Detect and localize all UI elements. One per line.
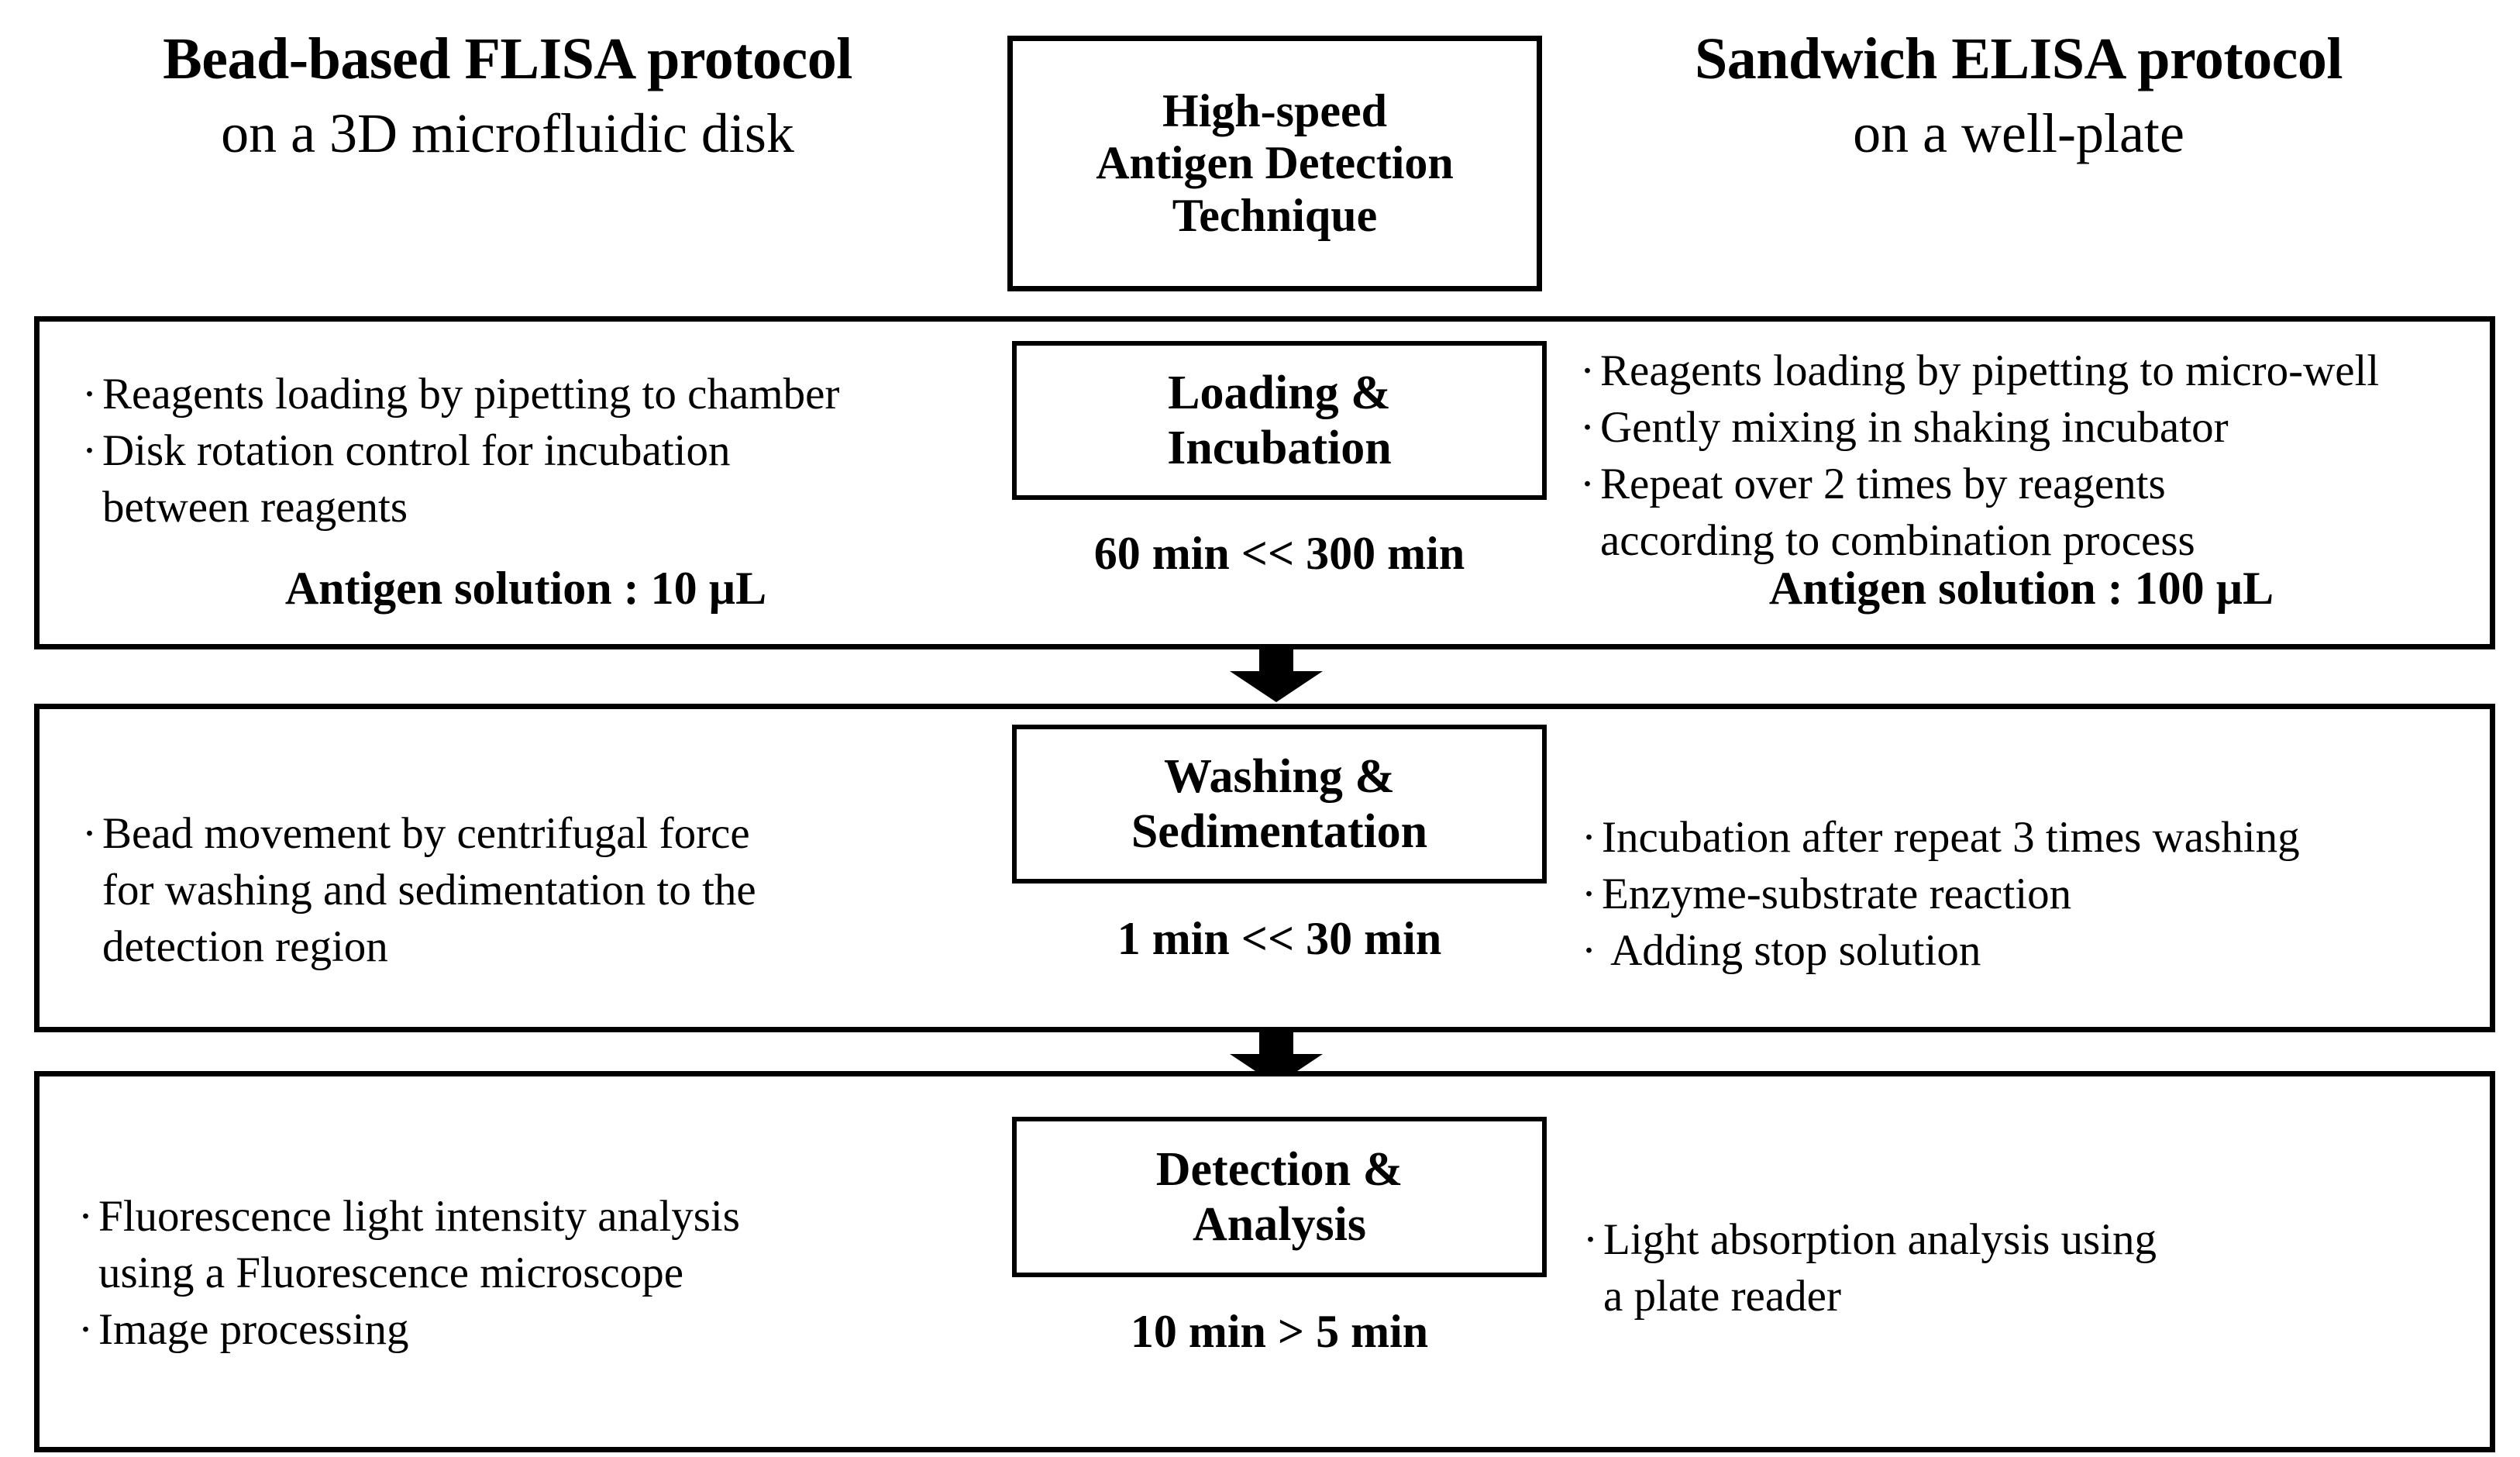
list-item: ·Reagents loading by pipetting to micro-… xyxy=(1580,343,2520,400)
stage-3-right-column: ·Light absorption analysis using a plate… xyxy=(1551,1076,2492,1447)
left-protocol-title-line1: Bead-based FLISA protocol xyxy=(163,26,852,91)
list-item-text: Bead movement by centrifugal force xyxy=(102,809,750,858)
bullet-dot-icon: · xyxy=(1582,813,1596,862)
left-protocol-title-line2: on a 3D microfluidic disk xyxy=(221,102,794,164)
stage-3-center: Detection & Analysis 10 min > 5 min xyxy=(1012,1076,1547,1447)
stage-1-title-line1: Loading & xyxy=(1168,366,1391,419)
stage-2-timing-comparison: 1 min << 30 min xyxy=(1117,913,1442,964)
stage-1-title-line2: Incubation xyxy=(1167,421,1392,474)
left-protocol-title: Bead-based FLISA protocol on a 3D microf… xyxy=(8,23,1007,168)
list-item-text: Reagents loading by pipetting to chamber xyxy=(102,370,840,418)
bullet-dot-icon: · xyxy=(1580,459,1595,508)
stage-1-center: Loading & Incubation 60 min << 300 min xyxy=(1012,322,1547,644)
stage-3-timing-comparison: 10 min > 5 min xyxy=(1130,1306,1429,1357)
stage-2-title-line1: Washing & xyxy=(1163,749,1396,803)
stage-1-left-antigen-volume: Antigen solution : 10 µL xyxy=(284,563,767,614)
stage-2-title-box: Washing & Sedimentation xyxy=(1012,725,1547,884)
list-item: ·Enzyme-substrate reaction xyxy=(1582,866,2520,923)
list-item: ·Bead movement by centrifugal force xyxy=(82,806,1055,863)
stage-row-loading-incubation: ·Reagents loading by pipetting to chambe… xyxy=(34,316,2495,649)
bullet-dot-icon: · xyxy=(82,425,97,475)
technique-header-box: High-speed Antigen Detection Technique xyxy=(1007,36,1542,291)
bullet-dot-icon: · xyxy=(78,1192,93,1241)
stage-3-left-column: ·Fluorescence light intensity analysis u… xyxy=(40,1076,1012,1447)
list-item-text: Adding stop solution xyxy=(1602,925,1981,975)
stage-1-timing-comparison: 60 min << 300 min xyxy=(1093,528,1465,579)
bullet-dot-icon: · xyxy=(1582,869,1596,918)
list-item-text: Light absorption analysis using xyxy=(1603,1215,2157,1264)
list-item-text: Fluorescence light intensity analysis xyxy=(98,1192,740,1241)
stage-2-right-column: ·Incubation after repeat 3 times washing… xyxy=(1551,709,2492,1027)
list-item: ·Reagents loading by pipetting to chambe… xyxy=(82,367,1055,423)
bullet-dot-icon: · xyxy=(1582,925,1596,975)
stage-1-left-column: ·Reagents loading by pipetting to chambe… xyxy=(40,322,1012,644)
stage-1-right-column: ·Reagents loading by pipetting to micro-… xyxy=(1551,322,2492,644)
stage-1-left-bullets: ·Reagents loading by pipetting to chambe… xyxy=(40,367,1055,536)
technique-header-line3: Technique xyxy=(1172,189,1378,241)
list-item: ·Light absorption analysis using xyxy=(1583,1212,2520,1269)
right-protocol-title-line2: on a well-plate xyxy=(1853,102,2184,164)
list-item-continuation: for washing and sedimentation to the xyxy=(102,865,756,914)
stage-3-title-box: Detection & Analysis xyxy=(1012,1117,1547,1277)
bullet-dot-icon: · xyxy=(1580,346,1595,395)
list-item: ·Fluorescence light intensity analysis xyxy=(78,1189,1051,1245)
stage-2-left-bullets: ·Bead movement by centrifugal force for … xyxy=(40,806,1055,976)
stage-2-center: Washing & Sedimentation 1 min << 30 min xyxy=(1012,709,1547,1027)
stage-3-title-line1: Detection & xyxy=(1155,1142,1403,1196)
stage-row-washing-sedimentation: ·Bead movement by centrifugal force for … xyxy=(34,704,2495,1032)
bullet-dot-icon: · xyxy=(78,1304,93,1354)
list-item: ·Incubation after repeat 3 times washing xyxy=(1582,810,2520,866)
technique-header-line2: Antigen Detection xyxy=(1096,137,1454,189)
stage-1-right-bullets: ·Reagents loading by pipetting to micro-… xyxy=(1551,343,2520,570)
bullet-dot-icon: · xyxy=(82,809,97,858)
list-item: ·Image processing xyxy=(78,1302,1051,1359)
right-protocol-title: Sandwich ELISA protocol on a well-plate xyxy=(1519,23,2518,168)
stage-1-title-box: Loading & Incubation xyxy=(1012,341,1547,500)
list-item-continuation: detection region xyxy=(102,921,388,971)
bullet-dot-icon: · xyxy=(1583,1215,1598,1264)
stage-2-title-line2: Sedimentation xyxy=(1131,804,1428,858)
header-band: Bead-based FLISA protocol on a 3D microf… xyxy=(0,0,2520,310)
list-item-text: Gently mixing in shaking incubator xyxy=(1600,402,2229,452)
stage-3-title-line2: Analysis xyxy=(1193,1197,1366,1251)
list-item-text: Reagents loading by pipetting to micro-w… xyxy=(1600,346,2380,395)
list-item-continuation: between reagents xyxy=(102,482,408,532)
list-item-text: Image processing xyxy=(98,1304,409,1354)
stage-2-left-column: ·Bead movement by centrifugal force for … xyxy=(40,709,1012,1027)
list-item: ·Repeat over 2 times by reagents xyxy=(1580,456,2520,513)
stage-2-right-bullets: ·Incubation after repeat 3 times washing… xyxy=(1551,810,2520,980)
stage-3-right-bullets: ·Light absorption analysis using a plate… xyxy=(1551,1212,2520,1325)
list-item-continuation: a plate reader xyxy=(1603,1271,1841,1321)
list-item-text: Disk rotation control for incubation xyxy=(102,425,731,475)
list-item-continuation: according to combination process xyxy=(1600,515,2195,565)
down-arrow-icon xyxy=(1227,1031,1326,1085)
list-item-text: Incubation after repeat 3 times washing xyxy=(1602,813,2300,862)
list-item: ·Gently mixing in shaking incubator xyxy=(1580,400,2520,456)
technique-header-line1: High-speed xyxy=(1162,85,1388,137)
list-item-text: Enzyme-substrate reaction xyxy=(1602,869,2072,918)
stage-3-left-bullets: ·Fluorescence light intensity analysis u… xyxy=(40,1189,1051,1359)
stage-1-right-antigen-volume: Antigen solution : 100 µL xyxy=(1768,563,2274,614)
list-item-continuation: using a Fluorescence microscope xyxy=(98,1248,683,1297)
bullet-dot-icon: · xyxy=(1580,402,1595,452)
list-item-text: Repeat over 2 times by reagents xyxy=(1600,459,2166,508)
list-item: · Adding stop solution xyxy=(1582,923,2520,980)
right-protocol-title-line1: Sandwich ELISA protocol xyxy=(1694,26,2343,91)
bullet-dot-icon: · xyxy=(82,370,97,418)
down-arrow-icon xyxy=(1227,648,1326,702)
stage-row-detection-analysis: ·Fluorescence light intensity analysis u… xyxy=(34,1071,2495,1452)
list-item: ·Disk rotation control for incubation xyxy=(82,423,1055,480)
